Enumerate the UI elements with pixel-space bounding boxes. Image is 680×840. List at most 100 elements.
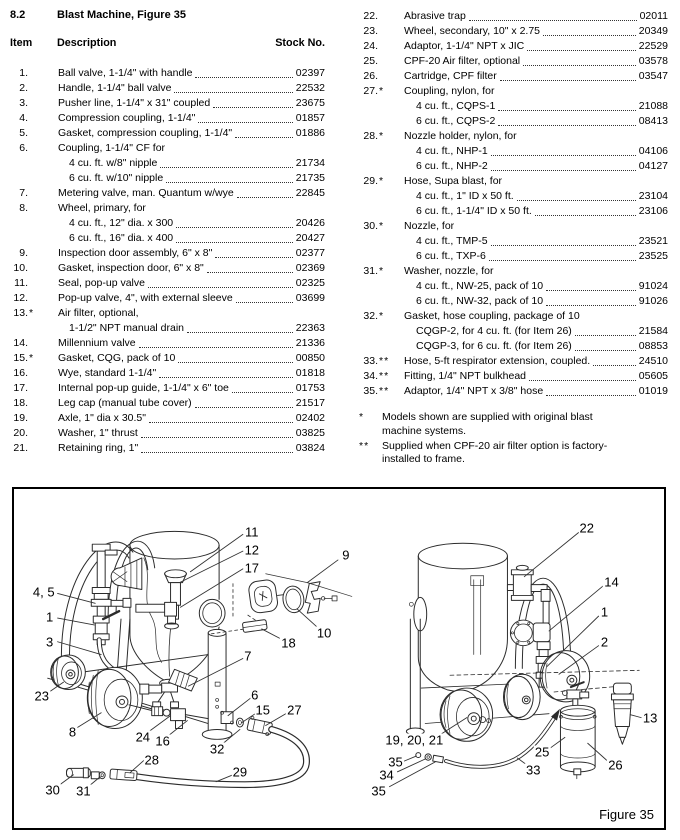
dot-leader — [160, 166, 293, 168]
part-footnote-marker — [28, 81, 37, 96]
dot-leader — [498, 109, 636, 111]
part-item-number: 2. — [19, 82, 28, 94]
dot-leader — [140, 436, 293, 438]
part-footnote-marker — [28, 126, 37, 141]
part-row: 21.Retaining ring, 1"03824 — [10, 441, 325, 456]
part-item-number: 32. — [363, 310, 378, 322]
dot-leader — [543, 34, 636, 36]
part-item-number: 34. — [363, 370, 378, 382]
part-footnote-marker — [378, 39, 387, 54]
part-item-number: 14. — [13, 337, 28, 349]
part-item-number — [356, 159, 378, 174]
part-row: 29.*Hose, Supa blast, for — [356, 174, 668, 189]
part-description: CQGP-3, for 6 cu. ft. (for Item 26) — [416, 340, 572, 352]
part-stock-number: 23104 — [638, 190, 668, 202]
dot-leader — [174, 91, 293, 93]
part-footnote-marker — [378, 249, 387, 264]
footnote-marker: * — [359, 411, 365, 423]
part-item-number: 6. — [19, 142, 28, 154]
figure-callout: 12 — [243, 542, 261, 558]
figure-callout: 1 — [599, 604, 610, 620]
part-row: 6 cu. ft., 1-1/4" ID x 50 ft. 23106 — [356, 204, 668, 219]
part-row: 30.*Nozzle, for — [356, 219, 668, 234]
part-footnote-marker — [28, 96, 37, 111]
part-stock-number: 23525 — [638, 250, 668, 262]
part-description: Inspection door assembly, 6" x 8" — [58, 247, 213, 259]
part-item-number: 12. — [13, 292, 28, 304]
part-row: 33.**Hose, 5-ft respirator extension, co… — [356, 354, 668, 369]
part-item-number: 7. — [19, 187, 28, 199]
part-footnote-marker — [28, 321, 37, 336]
figure-callout: 23 — [33, 688, 50, 704]
part-item-number — [10, 231, 28, 246]
footnote-text: Models shown are supplied with original … — [382, 411, 593, 437]
part-footnote-marker — [28, 246, 37, 261]
figure-callout: 25 — [533, 744, 551, 760]
figure-callout: 11 — [244, 524, 260, 540]
part-item-number: 8. — [19, 202, 28, 214]
part-description: 6 cu. ft., 1-1/4" ID x 50 ft. — [416, 205, 532, 217]
part-item-number — [356, 204, 378, 219]
part-item-number: 9. — [19, 247, 28, 259]
part-description: Nozzle, for — [404, 220, 455, 232]
part-row: CQGP-2, for 4 cu. ft. (for Item 26)21584 — [356, 324, 668, 339]
figure-callout: 30 — [44, 782, 61, 798]
part-item-number — [356, 114, 378, 129]
footnote: * Models shown are supplied with origina… — [356, 411, 668, 438]
figure-caption: Figure 35 — [599, 807, 654, 822]
section-number: 8.2 — [10, 9, 26, 21]
part-stock-number: 08853 — [638, 340, 668, 352]
dot-leader — [176, 241, 293, 243]
part-stock-number: 03824 — [295, 442, 325, 454]
dot-leader — [534, 214, 636, 216]
part-description: Seal, pop-up valve — [58, 277, 145, 289]
part-stock-number: 01019 — [638, 385, 668, 397]
part-description: Axle, 1" dia x 30.5" — [58, 412, 147, 424]
footnote-text: Supplied when CPF-20 air filter option i… — [382, 439, 608, 466]
part-description: Millennium valve — [58, 337, 136, 349]
part-stock-number: 02397 — [295, 67, 325, 79]
part-description: Fitting, 1/4" NPT bulkhead — [404, 370, 527, 382]
dot-leader — [194, 406, 293, 408]
dot-leader — [149, 421, 293, 423]
part-item-number: 11. — [14, 277, 28, 289]
left-machine-drawing — [47, 530, 338, 789]
part-item-number — [10, 156, 28, 171]
part-description: Coupling, nylon, for — [404, 85, 495, 97]
part-stock-number: 22532 — [295, 82, 325, 94]
part-footnote-marker: ** — [379, 385, 390, 397]
part-description: Compression coupling, 1-1/4" — [58, 112, 196, 124]
part-footnote-marker — [378, 99, 387, 114]
dot-leader — [198, 121, 293, 123]
part-description: Leg cap (manual tube cover) — [58, 397, 192, 409]
part-item-number — [356, 99, 378, 114]
part-description: Wheel, primary, for — [58, 202, 146, 214]
part-stock-number: 02369 — [295, 262, 325, 274]
part-stock-number: 22529 — [638, 40, 668, 52]
part-description: Ball valve, 1-1/4" with handle — [58, 67, 193, 79]
part-footnote-marker — [378, 69, 387, 84]
part-item-number — [356, 189, 378, 204]
part-stock-number: 20349 — [638, 25, 668, 37]
dot-leader — [195, 76, 293, 78]
part-stock-number: 01857 — [295, 112, 325, 124]
part-footnote-marker — [28, 276, 37, 291]
part-stock-number: 22845 — [295, 187, 325, 199]
part-description: Gasket, compression coupling, 1-1/4" — [58, 127, 233, 139]
part-stock-number: 23106 — [638, 205, 668, 217]
footnotes: * Models shown are supplied with origina… — [356, 411, 668, 468]
part-footnote-marker — [28, 366, 37, 381]
